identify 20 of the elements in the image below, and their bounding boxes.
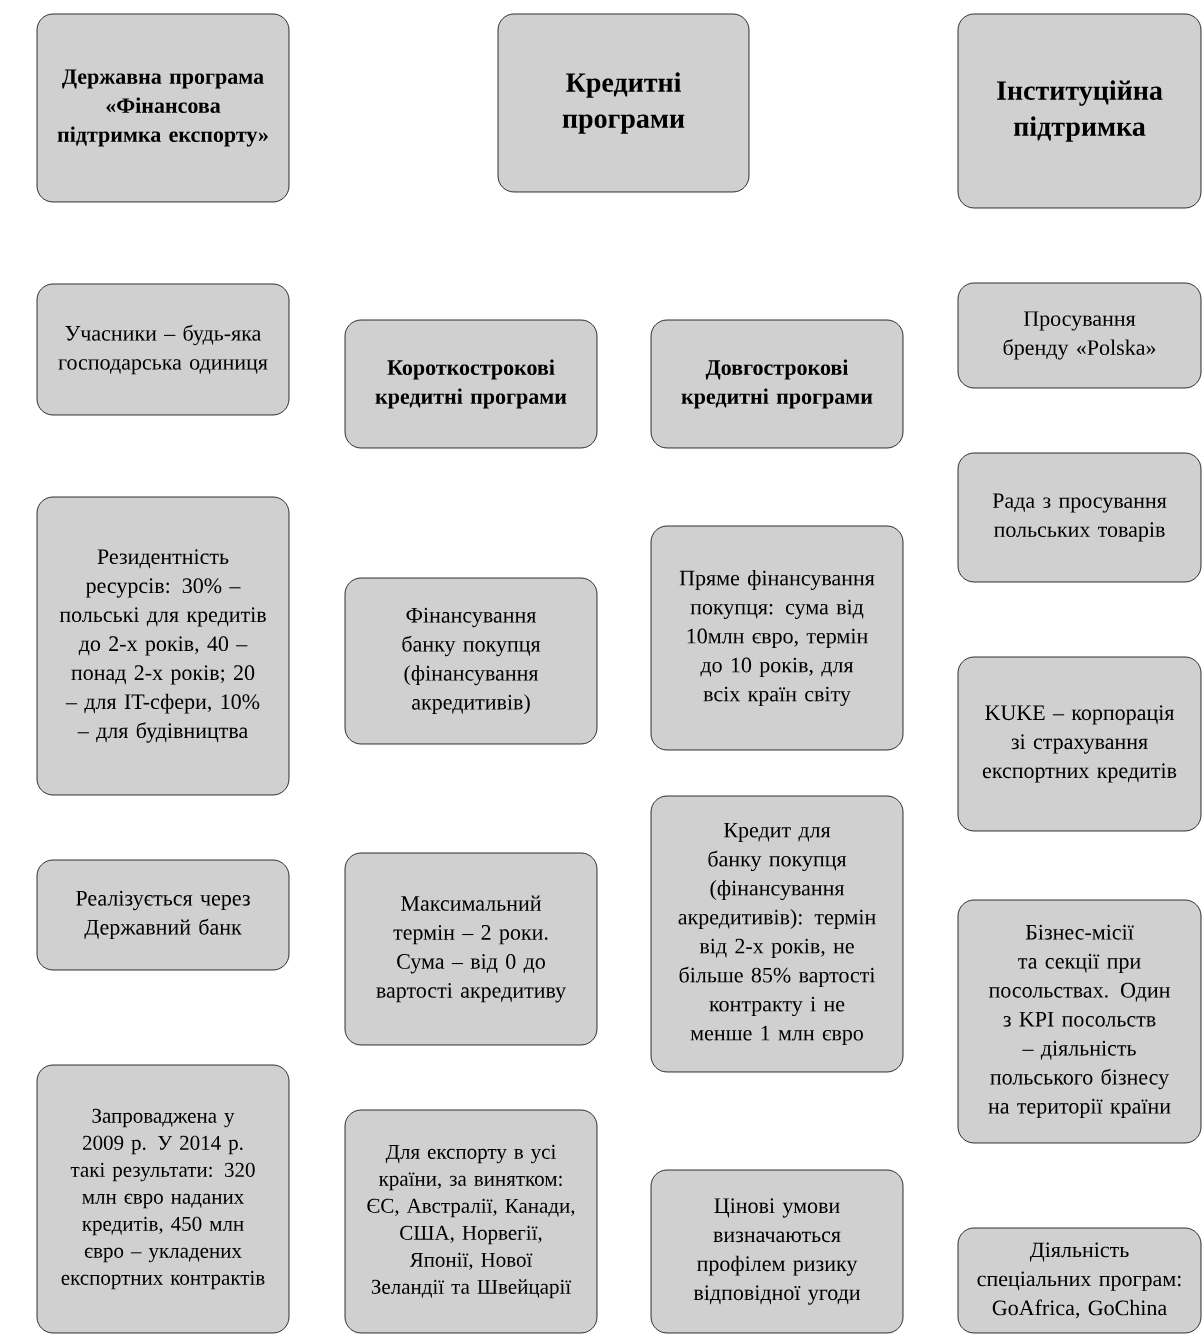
text-box: Цінові умови визначаються профілем ризику відповідної угоди xyxy=(650,1169,904,1334)
text-box: Діяльність спеціальних програм: GoAfrica, GoChina xyxy=(957,1227,1202,1334)
text-box: Просування бренду «Polska» xyxy=(957,282,1202,389)
text-box: Пряме фінансування покупця: сума від 10млн євро, термін до 10 років, для всіх країн світу xyxy=(650,525,904,751)
text-box: Рада з просування польських товарів xyxy=(957,452,1202,583)
title-box: Інституційна підтримка xyxy=(957,13,1202,209)
text-box: Кредит для банку покупця (фінансування акредитивів): термін від 2-х років, не більше 85% вартості контракту і не менше 1 млн євро xyxy=(650,795,904,1073)
text-box: Резидентність ресурсів: 30% – польські для кредитів до 2-х років, 40 – понад 2-х років; 20 – для IT-сфери, 10% – для будівництва xyxy=(36,496,290,796)
title-box: Кредитні програми xyxy=(497,13,750,193)
text-box: Учасники – будь-яка господарська одиниця xyxy=(36,283,290,416)
text-box: Фінансування банку покупця (фінансування акредитивів) xyxy=(344,577,598,745)
text-box: Бізнес-місії та секції при посольствах. Один з KPI посольств – діяльність польського бізнесу на території країни xyxy=(957,899,1202,1144)
text-box: KUKE – корпорація зі страхування експортних кредитів xyxy=(957,656,1202,832)
text-box: Максимальний термін – 2 роки. Сума – від 0 до вартості акредитиву xyxy=(344,852,598,1046)
text-box: Реалізується через Державний банк xyxy=(36,859,290,971)
title-box: Довгострокові кредитні програми xyxy=(650,319,904,449)
text-box: Для експорту в усі країни, за винятком: ЄС, Австралії, Канади, США, Норвегії, Японії, Нової Зеландії та Швейцарії xyxy=(344,1109,598,1334)
title-box: Короткострокові кредитні програми xyxy=(344,319,598,449)
title-box: Державна програма «Фінансова підтримка експорту» xyxy=(36,13,290,203)
text-box: Запроваджена у 2009 р. У 2014 р. такі результати: 320 млн євро наданих кредитів, 450 млн євро – укладених експортних контрактів xyxy=(36,1064,290,1334)
